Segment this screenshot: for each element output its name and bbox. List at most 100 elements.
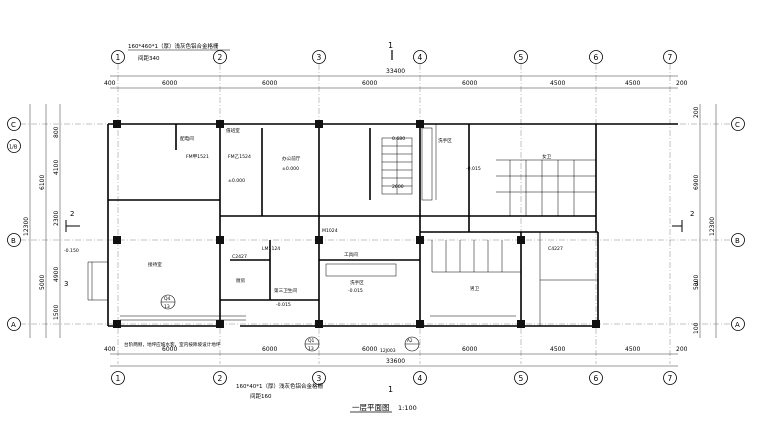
left-dimensions: 12300 6100 5000 800 4100 2300 4900 1500 (23, 104, 61, 338)
grid-bubble-2-bottom: 2 (213, 371, 227, 385)
structural-columns (113, 120, 600, 328)
bottom-note: 160*40*1（厚）浅灰色铝合金格栅 (236, 382, 323, 390)
svg-text:4: 4 (418, 374, 423, 383)
drawing-title: 一层平面图 (352, 403, 390, 412)
label-fmz1524: FM乙1524 (228, 153, 251, 160)
dim-bottom-total: 33600 (386, 358, 405, 365)
dim-bottom-edge-right: 200 (676, 346, 688, 353)
dim-top-span-2: 6000 (262, 80, 277, 87)
detail-12j003: 12J003 (380, 348, 396, 354)
detail-q4: Q4 (164, 296, 171, 302)
dim-left-total: 12300 (23, 217, 30, 236)
label-lm1124: LM1124 (262, 246, 280, 252)
section-markers: 2 2 3 3 (64, 210, 698, 288)
svg-text:C: C (735, 121, 740, 129)
label-female: 女卫 (542, 153, 552, 160)
label-male: 男卫 (470, 286, 480, 292)
section-2-left: 2 (70, 210, 74, 218)
detail-q1-sheet: 13 (308, 346, 314, 352)
label-c2427: C2427 (232, 254, 247, 260)
svg-text:2: 2 (218, 53, 223, 62)
dim-top-edge-right: 200 (676, 80, 688, 87)
detail-q1: Q1 (308, 338, 315, 344)
grid-lines-horizontal (20, 123, 740, 325)
label-hallway: 办公前厅 (282, 155, 301, 162)
dim-left-seg-3: 2300 (53, 211, 60, 226)
dim-left-seg-2: 4100 (53, 160, 60, 175)
svg-text:6: 6 (594, 374, 599, 383)
svg-text:3: 3 (317, 374, 322, 383)
grid-lines-vertical (117, 64, 671, 364)
entry-note: 台阶两侧，地坪应坡水客，室内按降坡设计地坪 (124, 341, 221, 348)
label-wash: 洗手区 (350, 279, 364, 286)
column (416, 236, 424, 244)
label-duty: 值班室 (226, 127, 240, 134)
building-walls (87, 123, 678, 327)
label-level-000: ±0.000 (282, 166, 299, 172)
dim-top-span-4: 6000 (462, 80, 477, 87)
label-wash-2: 洗手区 (438, 137, 452, 144)
dim-bottom-span-2: 6000 (262, 346, 277, 353)
label-level-015a: -0.015 (276, 302, 291, 308)
grid-bubble-7-top: 7 (663, 50, 677, 64)
label-level-000b: ±0.000 (228, 178, 245, 184)
grid-bubble-1-top: 1 (111, 50, 125, 64)
grid-bubble-7-bottom: 7 (663, 371, 677, 385)
grid-bubble-3-bottom: 3 (312, 371, 326, 385)
svg-text:B: B (11, 237, 16, 245)
svg-text:5: 5 (519, 374, 524, 383)
grid-bubble-4-top: 4 (413, 50, 427, 64)
svg-text:1/B: 1/B (9, 145, 18, 151)
grid-bubble-6-top: 6 (589, 50, 603, 64)
svg-text:2: 2 (218, 374, 223, 383)
column (216, 120, 224, 128)
grid-bubble-4-bottom: 4 (413, 371, 427, 385)
dim-right-outer-1: 6900 (693, 175, 700, 190)
grid-bubble-C-left: C (7, 117, 21, 131)
label-stair-note: 2600 (392, 184, 404, 190)
dim-right-edge-1: 200 (693, 106, 700, 118)
svg-text:7: 7 (668, 374, 673, 383)
dim-left-seg-4: 4900 (53, 267, 60, 282)
label-level-150: -0.150 (64, 248, 79, 254)
column (592, 320, 600, 328)
column (416, 320, 424, 328)
grid-bubble-A-right: A (731, 317, 745, 331)
grid-bubble-A-left: A (7, 317, 21, 331)
section-3-right: 3 (694, 280, 698, 288)
right-dimensions: 12300 6900 5300 200 100 (693, 104, 717, 338)
svg-text:1: 1 (116, 374, 121, 383)
grid-bubbles-left: C 1/B B A (7, 117, 21, 331)
label-fm1521: FM甲1521 (186, 154, 209, 160)
grid-bubble-1-bottom: 1 (111, 371, 125, 385)
column (315, 120, 323, 128)
label-level-015b: -0.015 (348, 288, 363, 294)
dim-bottom-edge-left: 400 (104, 346, 116, 353)
dim-top-span-6: 4500 (625, 80, 640, 87)
dim-left-seg-1: 800 (53, 126, 60, 138)
dim-bottom-span-4: 6000 (462, 346, 477, 353)
grid-bubble-B-left: B (7, 233, 21, 247)
section-3-left: 3 (64, 280, 68, 288)
section-mark-bottom: 1 (388, 385, 393, 394)
column (113, 120, 121, 128)
label-disabled-wc: 第三卫生间 (274, 287, 297, 294)
section-2-right: 2 (690, 210, 694, 218)
label-stair: 0.680 (392, 136, 405, 142)
label-kitchen: 厨房 (236, 277, 246, 284)
column (517, 320, 525, 328)
dim-bottom-span-1: 6000 (162, 346, 177, 353)
detail-q4-sheet: 13 (164, 304, 170, 310)
dim-right-edge-2: 100 (693, 322, 700, 334)
bottom-note-sub: 间距160 (250, 392, 272, 400)
grid-bubble-C-right: C (731, 117, 745, 131)
grid-bubbles-top: 1 2 3 4 5 6 7 (111, 50, 677, 64)
drawing-scale: 1:100 (398, 404, 417, 412)
grid-bubbles-bottom: 1 2 3 4 5 6 7 (111, 371, 677, 385)
column (315, 236, 323, 244)
column (113, 320, 121, 328)
detail-references: Q4 13 Q1 13 A2 12J003 (160, 294, 420, 354)
svg-text:6: 6 (594, 53, 599, 62)
